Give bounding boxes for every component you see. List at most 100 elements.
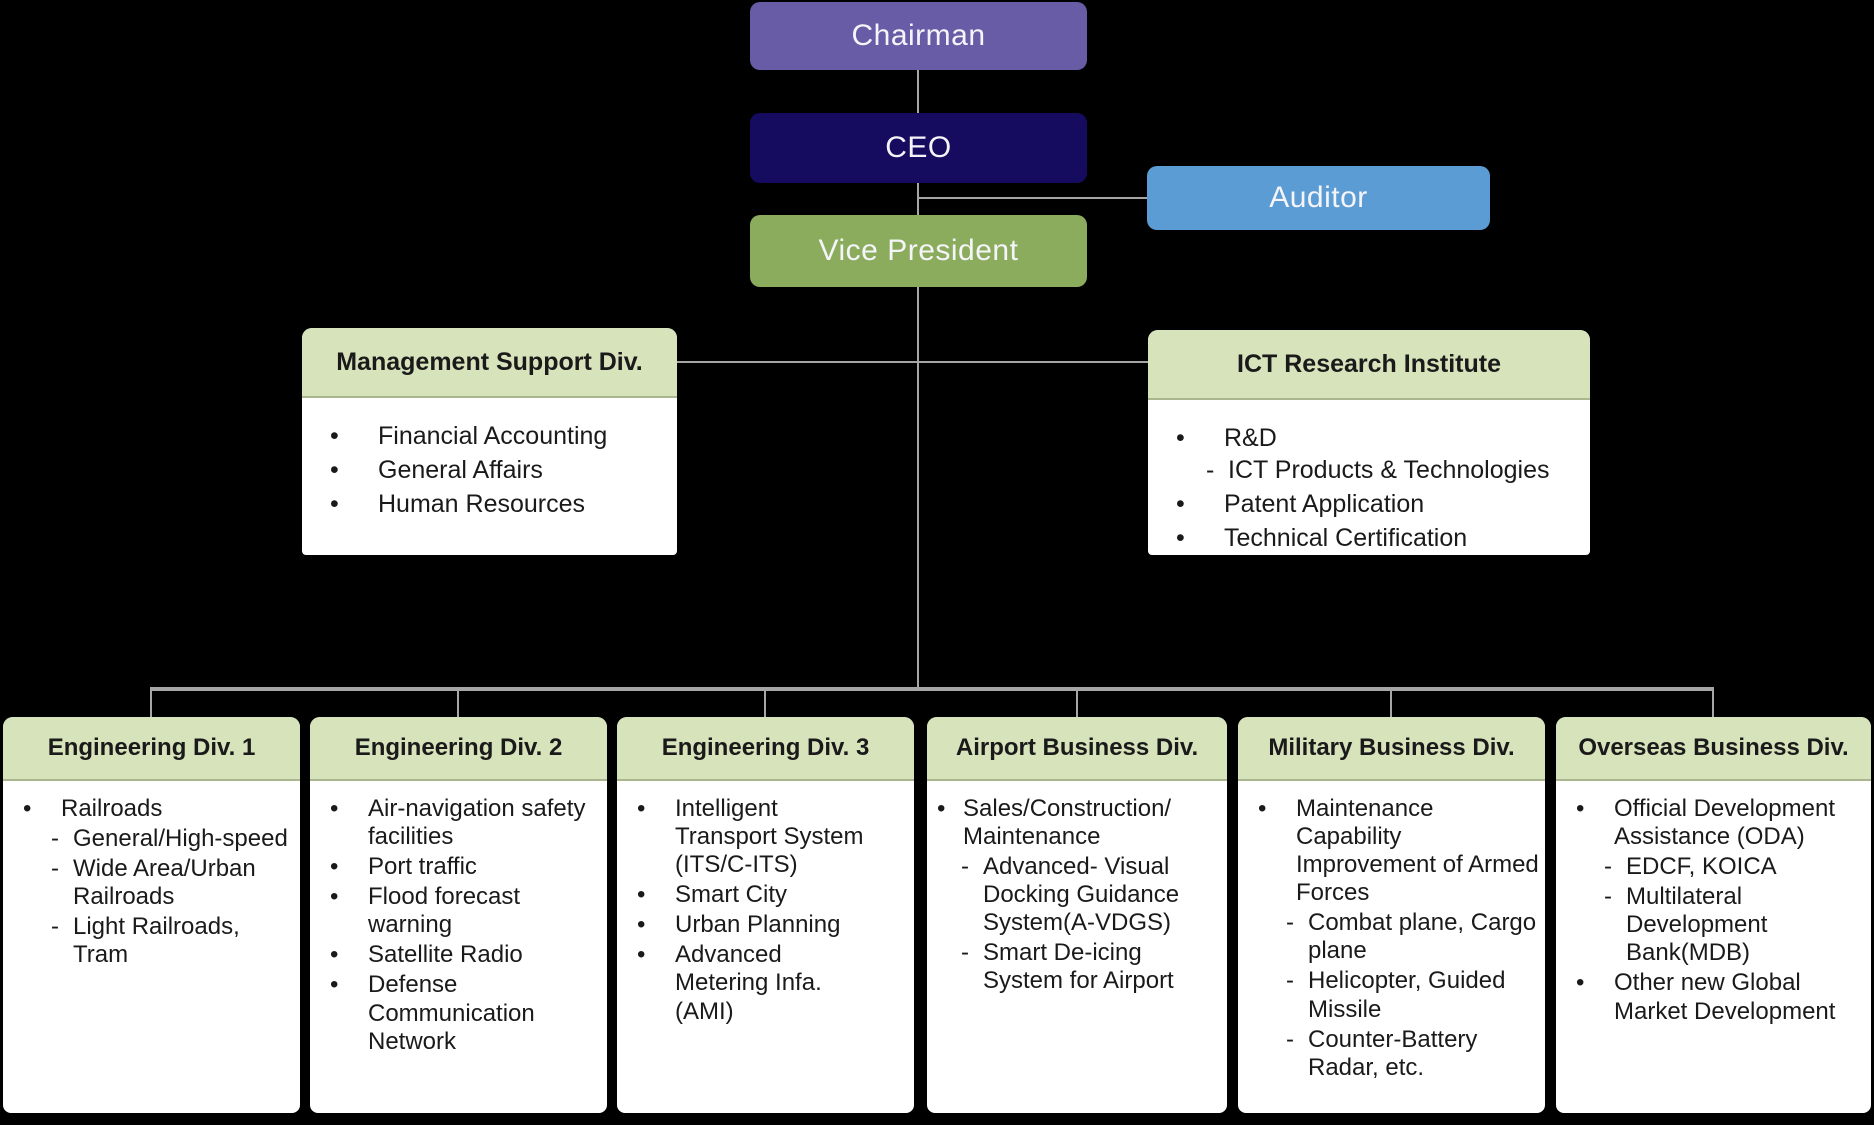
division-title: Engineering Div. 2 xyxy=(310,717,607,781)
item-text: Intelligent Transport System (ITS/C-ITS) xyxy=(675,795,864,879)
bullet-icon: • xyxy=(330,422,339,450)
item-text: Railroads xyxy=(61,795,163,822)
bullet-icon: • xyxy=(1176,490,1185,518)
item-text: Urban Planning xyxy=(675,911,841,939)
dash-icon: - xyxy=(1286,909,1294,937)
bullet-item: • Other new Global Market Development xyxy=(1568,969,1865,1025)
connector-drop-division-3 xyxy=(764,691,766,717)
connector-drop-division-2 xyxy=(457,691,459,717)
item-text: Defense Communication Network xyxy=(368,971,535,1055)
item-text: Wide Area/Urban Railroads xyxy=(73,855,256,911)
bullet-item: • Intelligent Transport System (ITS/C-ITS… xyxy=(629,795,878,879)
node-vice-president: Vice President xyxy=(750,215,1087,287)
item-text: Technical Certification xyxy=(1224,524,1468,552)
connector-drop-division-6 xyxy=(1712,691,1714,717)
division-item-list: •Air-navigation safety facilities•Port t… xyxy=(310,781,607,1056)
division-title: Military Business Div. xyxy=(1238,717,1545,781)
bullet-item: • Technical Certification xyxy=(1162,522,1580,554)
bullet-item: • General Affairs xyxy=(316,454,667,486)
dash-icon: - xyxy=(1286,1025,1294,1053)
dash-icon: - xyxy=(51,825,59,853)
bullet-item: •Financial Accounting xyxy=(316,420,667,452)
item-text: Smart De-icing System for Airport xyxy=(983,939,1174,995)
item-text: Multilateral Development Bank(MDB) xyxy=(1626,883,1768,967)
item-text: Official Development Assistance (ODA) xyxy=(1614,795,1835,851)
bullet-item: •Human Resources xyxy=(316,488,667,520)
bullet-icon: • xyxy=(1176,424,1185,452)
connector-ict-research xyxy=(919,361,1148,363)
bullet-icon: • xyxy=(637,881,646,909)
sub-item: -ICT Products & Technologies xyxy=(1162,454,1580,486)
item-text: Port traffic xyxy=(368,853,477,881)
item-text: ICT Products & Technologies xyxy=(1228,456,1550,484)
item-text: EDCF, KOICA xyxy=(1626,853,1777,881)
connector-drop-division-1 xyxy=(150,691,152,717)
division-item-list: •Maintenance Capability Improvement of A… xyxy=(1238,781,1545,1082)
item-text: General Affairs xyxy=(378,456,543,484)
dash-icon: - xyxy=(1206,456,1215,484)
sub-item: -Wide Area/Urban Railroads xyxy=(15,855,294,911)
panel-title: Management Support Div. xyxy=(302,328,677,398)
bullet-item: •Urban Planning xyxy=(629,911,878,939)
division-item-list: •Official Development Assistance (ODA)-E… xyxy=(1556,781,1871,1026)
bullet-item: • Defense Communication Network xyxy=(322,971,601,1055)
dash-icon: - xyxy=(51,855,59,883)
division-title: Engineering Div. 1 xyxy=(3,717,300,781)
item-text: Flood forecast warning xyxy=(368,883,521,939)
connector-drop-division-5 xyxy=(1390,691,1392,717)
item-text: Counter-Battery Radar, etc. xyxy=(1308,1025,1478,1081)
division-overseas-business: Overseas Business Div. • Official Develop… xyxy=(1556,717,1871,1113)
connector-management-support xyxy=(677,361,917,363)
node-ceo: CEO xyxy=(750,113,1087,183)
node-auditor: Auditor xyxy=(1147,166,1490,230)
node-chairman: Chairman xyxy=(750,2,1087,70)
division-military-business: Military Business Div. •Maintenance Capa… xyxy=(1238,717,1545,1113)
item-text: Combat plane, Cargo plane xyxy=(1308,909,1537,965)
item-text: Patent Application xyxy=(1224,490,1425,518)
item-text: Other new Global Market Development xyxy=(1614,969,1836,1025)
connector-ceo-vice-president xyxy=(917,183,919,215)
item-text: Light Railroads, Tram xyxy=(73,913,240,969)
bullet-item: •Maintenance Capability Improvement of A… xyxy=(1250,795,1539,907)
item-text: Human Resources xyxy=(378,490,586,518)
item-text: Helicopter, Guided Missile xyxy=(1308,967,1506,1023)
item-text: Smart City xyxy=(675,881,788,909)
item-text: Maintenance Capability Improvement of Ar… xyxy=(1296,795,1539,907)
bullet-icon: • xyxy=(23,795,32,822)
division-item-list: •Railroads-General/High-speed-Wide Area/… xyxy=(3,781,300,969)
bullet-item: •Flood forecast warning xyxy=(322,883,601,939)
bullet-icon: • xyxy=(1576,969,1585,997)
bullet-item: • Official Development Assistance (ODA) xyxy=(1568,795,1865,851)
bullet-item: • Patent Application xyxy=(1162,488,1580,520)
sub-item: -Light Railroads, Tram xyxy=(15,913,294,969)
division-title: Overseas Business Div. xyxy=(1556,717,1871,781)
bullet-icon: • xyxy=(330,941,339,969)
item-text: Advanced Metering Infa.(AMI) xyxy=(675,941,822,1025)
panel-title: ICT Research Institute xyxy=(1148,330,1590,400)
division-title: Airport Business Div. xyxy=(927,717,1227,781)
sub-item: -Helicopter, Guided Missile xyxy=(1250,967,1539,1023)
bullet-item: •Satellite Radio xyxy=(322,941,601,969)
connector-vp-trunk xyxy=(917,287,919,689)
sub-item: -General/High-speed xyxy=(15,825,294,853)
bullet-icon: • xyxy=(937,795,946,822)
bullet-icon: • xyxy=(1176,524,1185,552)
dash-icon: - xyxy=(1286,967,1294,995)
panel-management-support-div: Management Support Div. •Financial Accou… xyxy=(302,328,677,555)
bullet-icon: • xyxy=(637,795,646,822)
sub-item: -Multilateral Development Bank(MDB) xyxy=(1568,883,1865,967)
bullet-icon: • xyxy=(1576,795,1585,822)
item-text: General/High-speed xyxy=(73,825,288,853)
bullet-icon: • xyxy=(330,456,339,484)
division-engineering-3: Engineering Div. 3 •Intelligent Transpor… xyxy=(617,717,914,1113)
bullet-item: • Sales/Construction/ Maintenance xyxy=(935,795,1221,851)
item-text: Sales/Construction/ Maintenance xyxy=(963,795,1172,851)
connector-division-bus xyxy=(150,687,1714,691)
bullet-item: •Advanced Metering Infa.(AMI) xyxy=(629,941,878,1025)
sub-item: -Smart De-icing System for Airport xyxy=(935,939,1221,995)
bullet-item: • Smart City xyxy=(629,881,878,909)
bullet-item: •Port traffic xyxy=(322,853,601,881)
division-item-list: •Sales/Construction/ Maintenance-Advance… xyxy=(927,781,1227,996)
bullet-icon: • xyxy=(330,971,339,999)
